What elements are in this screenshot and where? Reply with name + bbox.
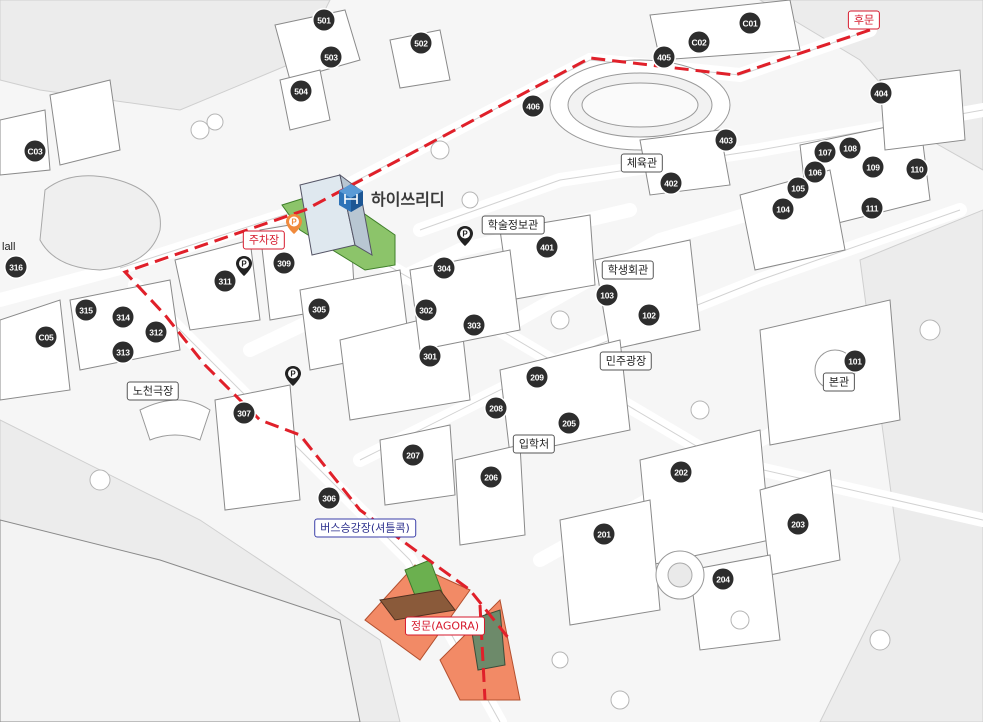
building-marker-404[interactable]: 404	[870, 82, 892, 104]
brand[interactable]: 하이쓰리디	[337, 182, 445, 214]
parking-pin-icon[interactable]: P	[236, 256, 252, 276]
open-theater-label[interactable]: 노천극장	[126, 381, 180, 401]
parking-pin-icon[interactable]: P	[286, 214, 302, 234]
building-marker-101[interactable]: 101	[844, 350, 866, 372]
building-marker-209[interactable]: 209	[526, 366, 548, 388]
building-marker-504[interactable]: 504	[290, 80, 312, 102]
building-marker-309[interactable]: 309	[273, 252, 295, 274]
cube-logo-icon	[339, 184, 363, 212]
democracy-square-label[interactable]: 민주광장	[599, 351, 653, 371]
building-marker-306[interactable]: 306	[318, 487, 340, 509]
building-marker-c05[interactable]: C05	[35, 326, 57, 348]
building-marker-311[interactable]: 311	[214, 270, 236, 292]
edge-cut-label: lall	[2, 241, 16, 253]
parking-pin-icon[interactable]: P	[457, 226, 473, 246]
building-marker-307[interactable]: 307	[233, 402, 255, 424]
building-marker-109[interactable]: 109	[862, 156, 884, 178]
building-marker-406[interactable]: 406	[522, 95, 544, 117]
building-marker-401[interactable]: 401	[536, 236, 558, 258]
parking-label[interactable]: 주차장	[242, 230, 286, 250]
building-marker-102[interactable]: 102	[638, 304, 660, 326]
building-marker-106[interactable]: 106	[804, 161, 826, 183]
building-marker-202[interactable]: 202	[670, 461, 692, 483]
student-hall-label[interactable]: 학생회관	[601, 260, 655, 280]
svg-text:P: P	[462, 230, 468, 239]
building-marker-313[interactable]: 313	[112, 341, 134, 363]
main-gate-label[interactable]: 정문(AGORA)	[404, 616, 486, 636]
building-marker-206[interactable]: 206	[480, 466, 502, 488]
building-marker-312[interactable]: 312	[145, 321, 167, 343]
library-label[interactable]: 학술정보관	[481, 215, 545, 235]
building-marker-104[interactable]: 104	[772, 198, 794, 220]
building-marker-405[interactable]: 405	[653, 46, 675, 68]
svg-text:P: P	[290, 370, 296, 379]
main-gate-area	[364, 559, 521, 701]
gym-label[interactable]: 체육관	[620, 153, 664, 173]
building-marker-105[interactable]: 105	[787, 177, 809, 199]
building-marker-302[interactable]: 302	[415, 299, 437, 321]
building-marker-503[interactable]: 503	[320, 46, 342, 68]
building-marker-301[interactable]: 301	[419, 345, 441, 367]
svg-text:P: P	[241, 260, 247, 269]
bus-stop-label[interactable]: 버스승강장(셔틀콕)	[314, 518, 416, 538]
building-marker-314[interactable]: 314	[112, 306, 134, 328]
building-marker-c02[interactable]: C02	[688, 31, 710, 53]
brand-name: 하이쓰리디	[371, 190, 445, 209]
building-marker-316[interactable]: 316	[5, 256, 27, 278]
building-marker-303[interactable]: 303	[463, 314, 485, 336]
building-marker-110[interactable]: 110	[906, 158, 928, 180]
building-marker-304[interactable]: 304	[433, 257, 455, 279]
building-marker-502[interactable]: 502	[410, 32, 432, 54]
building-marker-103[interactable]: 103	[596, 284, 618, 306]
building-marker-c01[interactable]: C01	[739, 12, 761, 34]
stadium	[549, 59, 731, 151]
building-marker-403[interactable]: 403	[715, 129, 737, 151]
building-marker-108[interactable]: 108	[839, 137, 861, 159]
back-gate-label[interactable]: 후문	[847, 10, 881, 30]
building-marker-402[interactable]: 402	[660, 172, 682, 194]
building-marker-205[interactable]: 205	[558, 412, 580, 434]
building-marker-501[interactable]: 501	[313, 9, 335, 31]
svg-text:P: P	[291, 218, 297, 227]
building-marker-315[interactable]: 315	[75, 299, 97, 321]
main-hall-label[interactable]: 본관	[822, 372, 856, 392]
building-marker-c03[interactable]: C03	[24, 140, 46, 162]
admissions-label[interactable]: 입학처	[512, 434, 556, 454]
building-marker-207[interactable]: 207	[402, 444, 424, 466]
building-marker-111[interactable]: 111	[861, 197, 883, 219]
parking-pin-icon[interactable]: P	[285, 366, 301, 386]
building-marker-203[interactable]: 203	[787, 513, 809, 535]
building-marker-204[interactable]: 204	[712, 568, 734, 590]
building-marker-201[interactable]: 201	[593, 523, 615, 545]
building-marker-107[interactable]: 107	[814, 141, 836, 163]
building-marker-208[interactable]: 208	[485, 397, 507, 419]
building-marker-305[interactable]: 305	[308, 298, 330, 320]
